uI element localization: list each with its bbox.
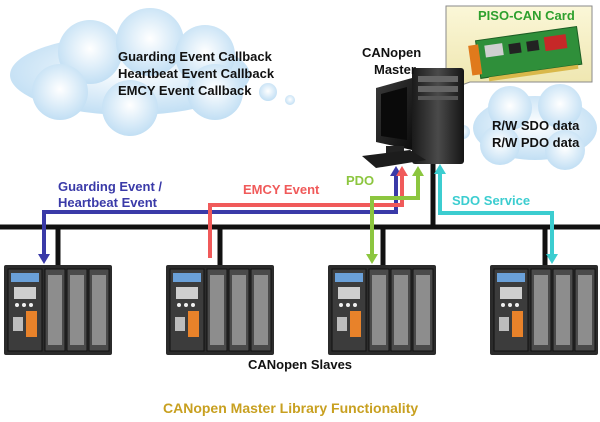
master-label-line1: CANopen — [362, 45, 422, 60]
emcy-event-arrow — [208, 166, 408, 258]
guarding-label-line1: Guarding Event / — [58, 179, 163, 194]
pdo-arrow — [366, 166, 424, 264]
sdo-service-arrow — [434, 164, 558, 264]
callback-line-2: Heartbeat Event Callback — [118, 66, 275, 81]
master-label-line2: Master — [374, 62, 416, 77]
sdo-label: SDO Service — [452, 193, 531, 208]
data-line-1: R/W SDO data — [492, 118, 580, 133]
callback-line-1: Guarding Event Callback — [118, 49, 272, 64]
callback-cloud — [10, 8, 295, 136]
slaves-label: CANopen Slaves — [248, 357, 353, 372]
diagram-caption: CANopen Master Library Functionality — [163, 400, 419, 416]
slave-module-2 — [165, 264, 275, 356]
data-line-2: R/W PDO data — [492, 135, 580, 150]
guarding-label-line2: Heartbeat Event — [58, 195, 157, 210]
slave-module-1 — [3, 264, 113, 356]
callback-line-3: EMCY Event Callback — [118, 83, 252, 98]
slave-module-3 — [327, 264, 437, 356]
master-pc — [362, 68, 464, 168]
slave-module-4 — [489, 264, 599, 356]
pdo-label: PDO — [346, 173, 375, 188]
emcy-label: EMCY Event — [243, 182, 320, 197]
card-title: PISO-CAN Card — [478, 8, 575, 23]
piso-can-card-callout — [419, 5, 593, 101]
data-cloud — [446, 84, 597, 170]
